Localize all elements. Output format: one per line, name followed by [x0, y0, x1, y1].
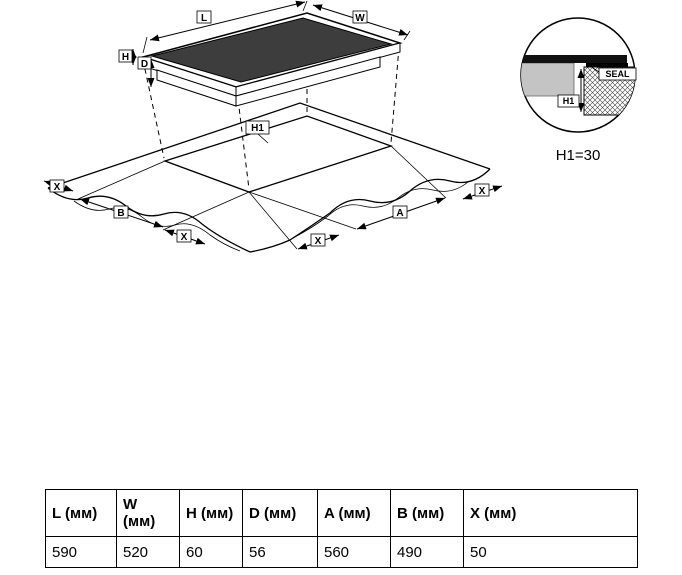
- hob-box-right: [235, 56, 381, 107]
- table-header-row: L (мм) W (мм) H (мм) D (мм) A (мм) B (мм…: [45, 489, 638, 537]
- dim-label-H1: H1: [251, 123, 264, 134]
- dim-label-X: X: [479, 186, 486, 197]
- hob-side-right: [235, 42, 401, 97]
- countertop-break-right: [249, 168, 491, 253]
- value-H: 60: [179, 536, 243, 568]
- col-header-B: B (мм): [390, 489, 464, 537]
- dim-B: B: [79, 198, 164, 228]
- detail-seal-strip: [586, 63, 628, 67]
- detail-hob-body: [521, 62, 575, 97]
- cutout: [162, 115, 394, 193]
- value-L: 590: [45, 536, 117, 568]
- col-header-L: L (мм): [45, 489, 117, 537]
- dim-label-W: W: [355, 13, 365, 24]
- dim-label-H: H: [122, 52, 129, 63]
- dimensions-table: L (мм) W (мм) H (мм) D (мм) A (мм) B (мм…: [45, 489, 638, 568]
- hob: [140, 12, 403, 107]
- dim-label-L: L: [201, 13, 207, 24]
- dim-label-X: X: [315, 236, 322, 247]
- dim-A: A: [356, 197, 446, 230]
- dim-label-D: D: [141, 59, 148, 70]
- countertop-break-left: [47, 187, 251, 253]
- countertop-break-left-inner: [73, 200, 241, 252]
- table-value-row: 590 520 60 56 560 490 50: [45, 536, 638, 568]
- detail-glass: [521, 55, 627, 63]
- dim-W: W: [312, 4, 411, 41]
- dim-X-left: X: [43, 179, 74, 193]
- detail-caption: H1=30: [556, 147, 601, 164]
- col-header-X: X (мм): [463, 489, 638, 537]
- dim-label-A: A: [396, 208, 403, 219]
- col-header-H: H (мм): [179, 489, 243, 537]
- dim-H: H: [118, 49, 137, 65]
- dim-L: L: [142, 0, 308, 54]
- detail-view: SEAL H1 H1=30: [520, 17, 637, 164]
- value-A: 560: [317, 536, 391, 568]
- detail-h1-label: H1: [563, 96, 575, 106]
- dim-X-right: X: [462, 183, 503, 200]
- col-header-W: W (мм): [116, 489, 180, 537]
- seal-label: SEAL: [605, 69, 630, 79]
- value-W: 520: [116, 536, 180, 568]
- dim-label-X: X: [181, 232, 188, 243]
- value-X: 50: [463, 536, 638, 568]
- value-D: 56: [242, 536, 318, 568]
- dim-D: D: [137, 56, 155, 87]
- installation-diagram: L W H D H1 X B X X: [43, 0, 637, 253]
- dim-label-X: X: [54, 182, 61, 193]
- col-header-D: D (мм): [242, 489, 318, 537]
- countertop-break-right-inner: [292, 181, 469, 239]
- dim-H1-main: H1: [245, 120, 270, 144]
- col-header-A: A (мм): [317, 489, 391, 537]
- dim-label-B: B: [117, 208, 124, 219]
- dim-X-bottom-left: X: [164, 229, 206, 245]
- dim-X-bottom-right: X: [297, 233, 340, 250]
- value-B: 490: [390, 536, 464, 568]
